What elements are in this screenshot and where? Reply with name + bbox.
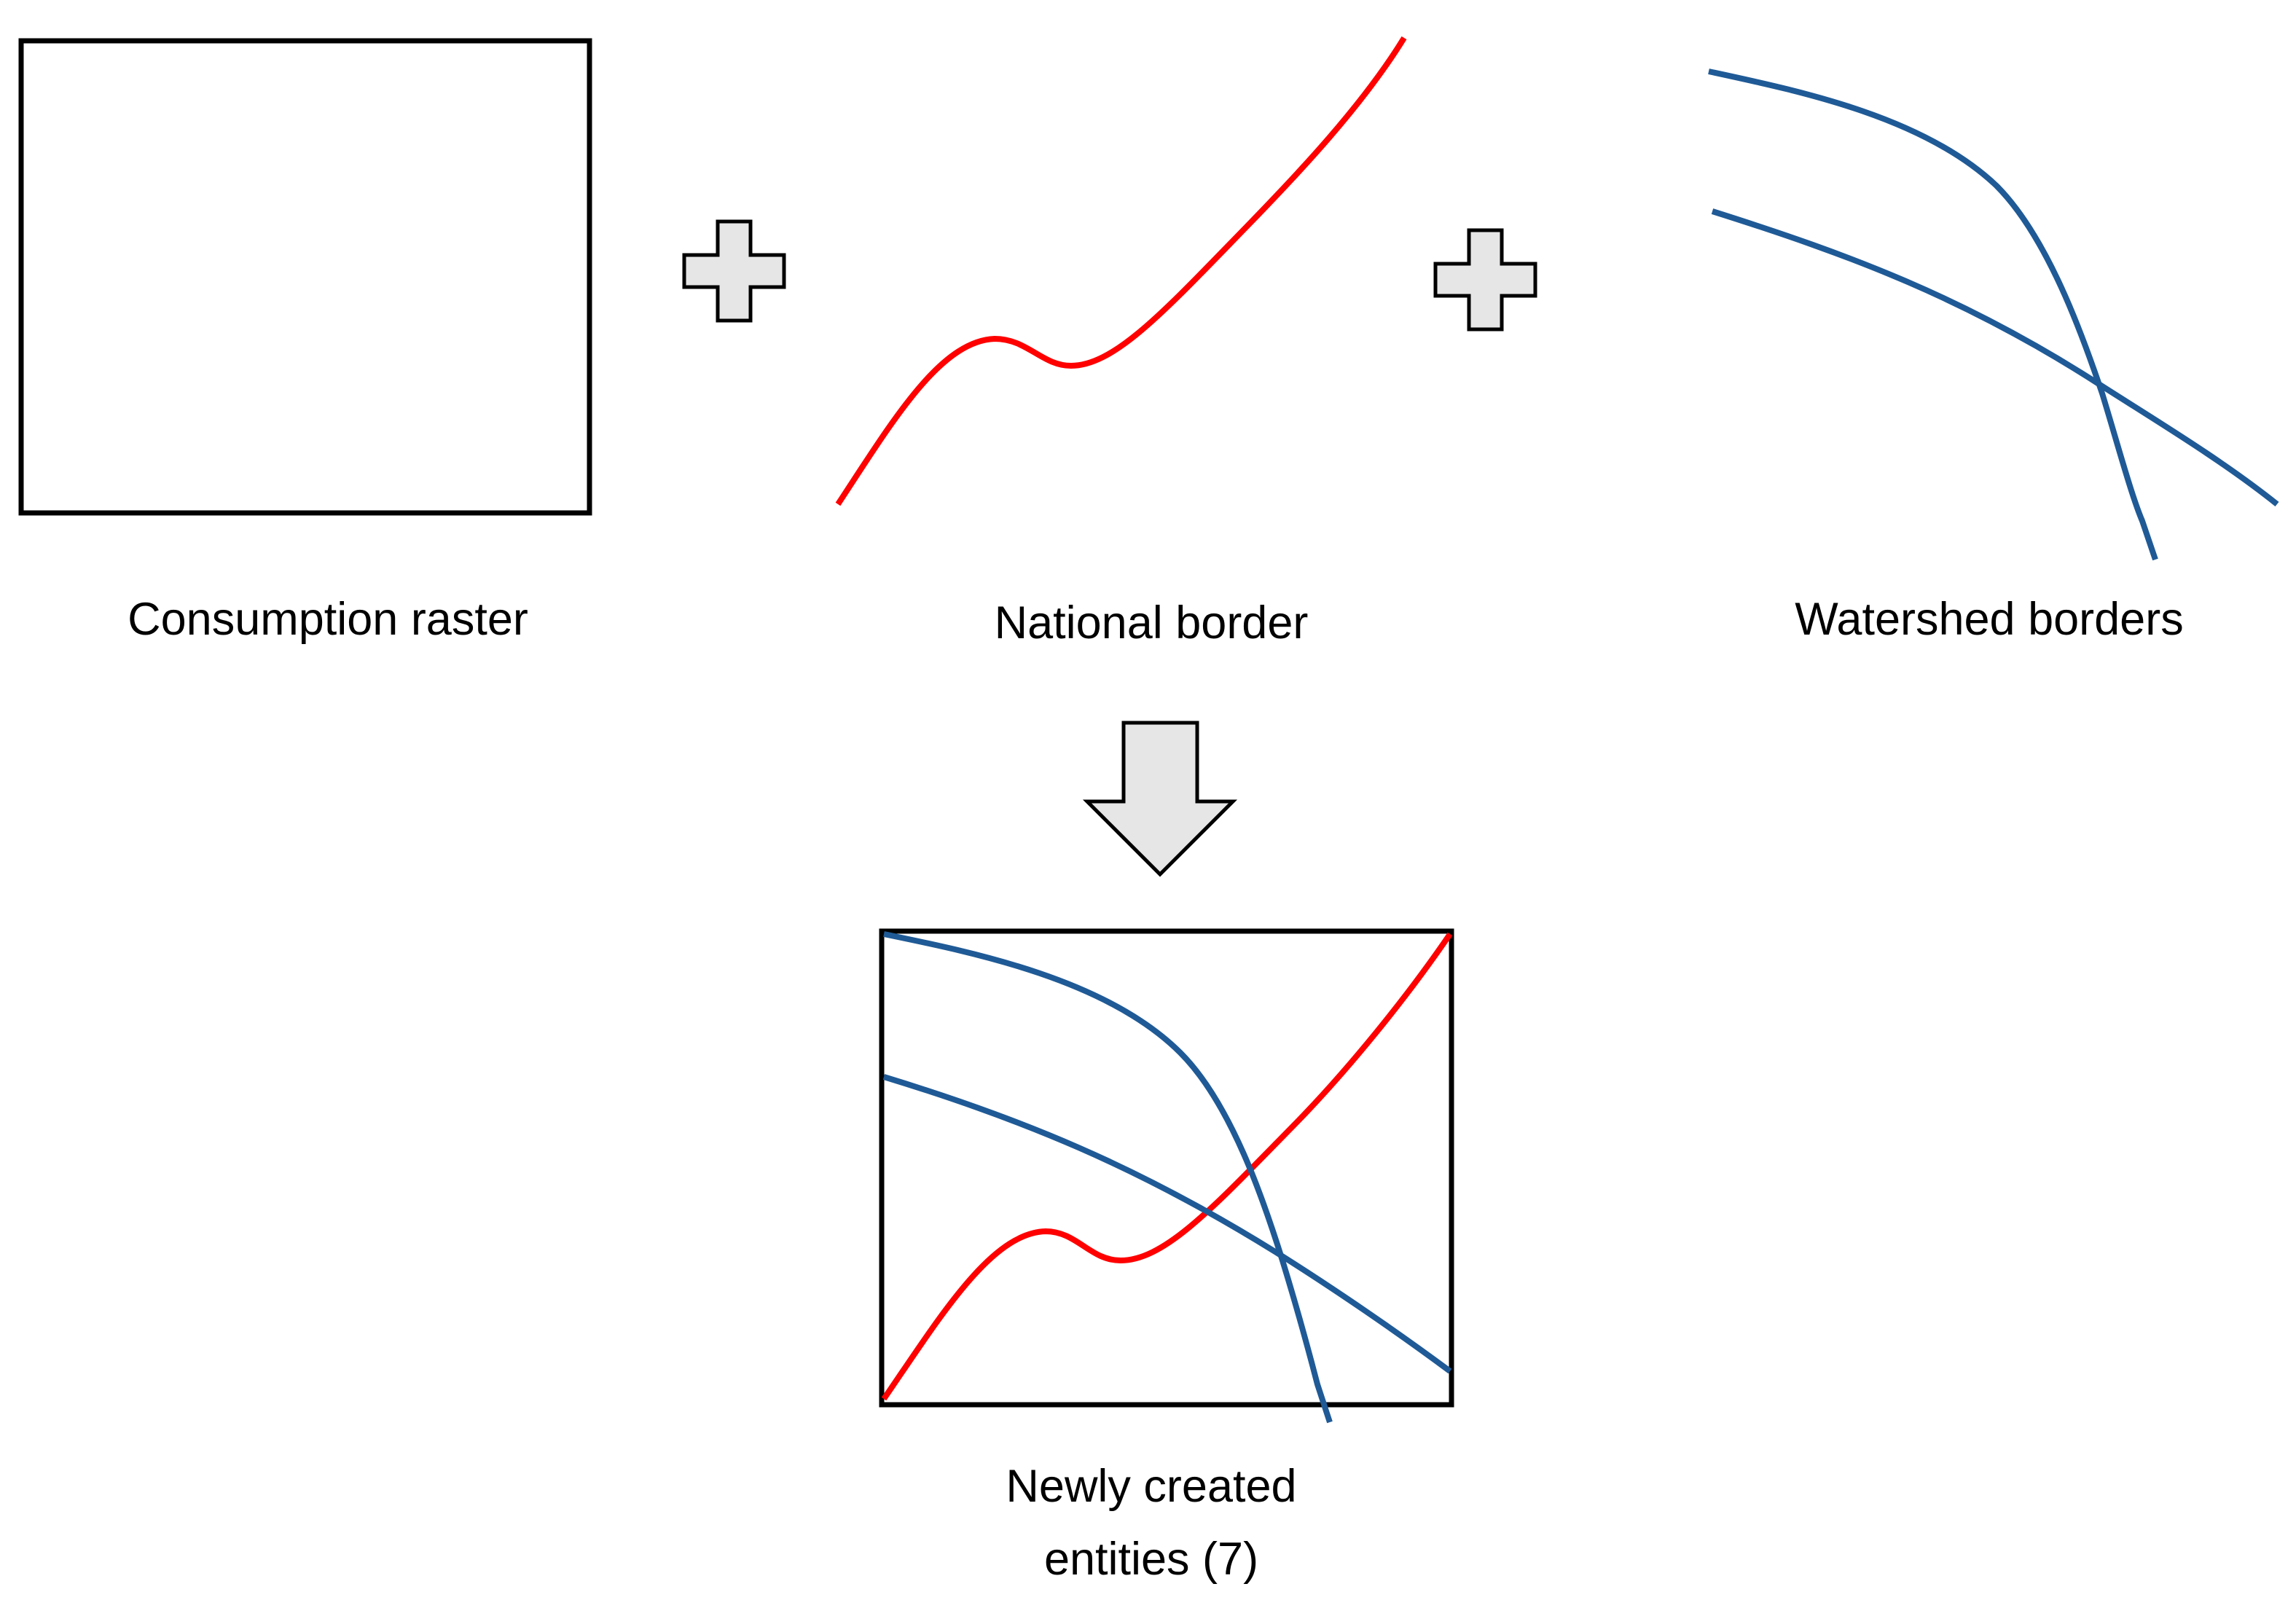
plus-icon [1433, 228, 1537, 332]
result-national-border-line [881, 932, 1453, 1401]
result-label-line-1: Newly created [1006, 1461, 1297, 1512]
result-overlay [879, 928, 1454, 1424]
result-label-line-2: entities (7) [1043, 1534, 1259, 1585]
consumption-raster-frame [18, 38, 592, 516]
consumption-raster-label: Consumption raster [128, 594, 528, 645]
watershed-borders-label: Watershed borders [1795, 594, 2184, 645]
watershed-border-line-2 [1711, 208, 2279, 507]
result-label: Newly created entities (7) [896, 1450, 1406, 1596]
watershed-border-line-1 [1708, 68, 2158, 561]
national-border-label: National border [994, 597, 1309, 648]
down-arrow-icon [1082, 721, 1238, 877]
plus-icon [682, 219, 786, 323]
national-border-line [835, 36, 1407, 506]
result-watershed-border-line-2 [882, 1074, 1452, 1374]
result-watershed-border-line-1 [883, 931, 1333, 1424]
result-raster-frame [879, 928, 1454, 1408]
